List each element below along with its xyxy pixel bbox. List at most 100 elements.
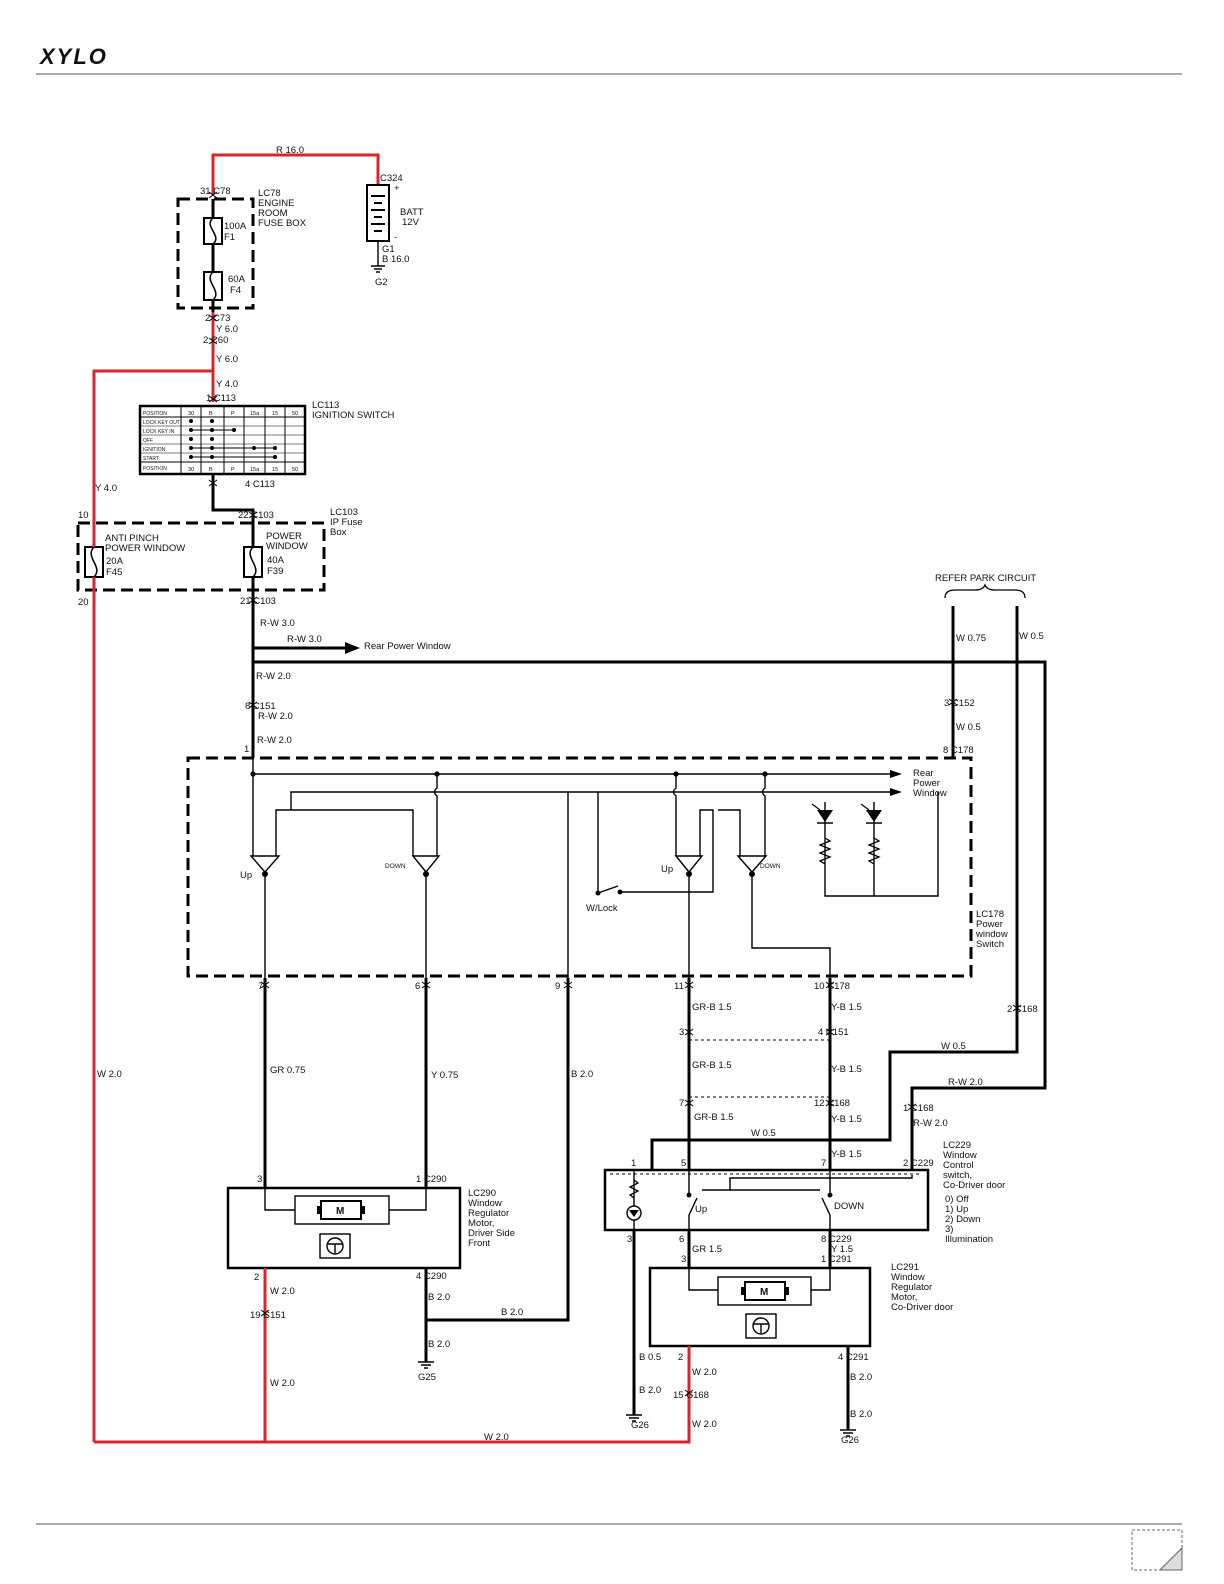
ignition-switch-table bbox=[138, 404, 307, 476]
label-w05a: W 0.5 bbox=[1019, 631, 1044, 642]
ip-fuse-box bbox=[76, 521, 326, 592]
label-p6: 6 bbox=[415, 981, 420, 992]
label-y15: Y 1.5 bbox=[831, 1244, 853, 1255]
battery-title-2: 12V bbox=[402, 217, 420, 228]
page-curl-icon bbox=[1131, 1529, 1183, 1571]
ign-col-1: 30 bbox=[188, 411, 194, 417]
label-c151a: 8 C151 bbox=[245, 701, 276, 712]
lc178-up-1: Up bbox=[240, 870, 252, 881]
fuse-box-title-4: FUSE BOX bbox=[258, 218, 307, 229]
lc290-title-3: Regulator bbox=[468, 1208, 509, 1219]
ignition-title-1: LC113 bbox=[312, 400, 339, 411]
battery-connector: C324 bbox=[380, 173, 403, 184]
label-p6b: 6 bbox=[679, 1234, 684, 1245]
black-wires bbox=[211, 474, 1047, 1430]
label-c78: 31 C78 bbox=[200, 186, 231, 197]
label-grb15b: GR-B 1.5 bbox=[692, 1060, 732, 1071]
ign-col-5: 15 bbox=[272, 411, 278, 417]
lc229-title-2: Window bbox=[943, 1150, 977, 1161]
battery-icon bbox=[366, 184, 390, 242]
label-p3a: 3 bbox=[679, 1027, 684, 1038]
ip-fuse-title-3: Box bbox=[330, 527, 347, 538]
ground-g2-icon bbox=[371, 265, 385, 273]
ign-row-3: LOCK KEY IN bbox=[143, 429, 175, 435]
lc290-motor-letter: M bbox=[336, 1206, 344, 1217]
label-c168d: 15 C168 bbox=[673, 1390, 709, 1401]
lc291-internal-wires bbox=[688, 1268, 831, 1291]
label-gr075: GR 0.75 bbox=[270, 1065, 305, 1076]
lc229-title-3: Control bbox=[943, 1160, 974, 1171]
engine-fuse-box bbox=[176, 197, 255, 310]
ip-fuse-title-2: IP Fuse bbox=[330, 517, 363, 528]
label-p3c: 3 bbox=[627, 1234, 632, 1245]
ign-col-3: P bbox=[231, 411, 235, 417]
lc229-mode-1: 0) Off bbox=[945, 1194, 969, 1205]
label-c152: 3 C152 bbox=[944, 698, 975, 709]
label-c291b: 4 C291 bbox=[838, 1352, 869, 1363]
label-rw20b: R-W 2.0 bbox=[258, 711, 293, 722]
label-b20a: B 2.0 bbox=[571, 1069, 593, 1080]
label-rw30b: R-W 3.0 bbox=[287, 634, 322, 645]
label-c73: 2 C73 bbox=[205, 313, 230, 324]
ign-col-bottom-3: P bbox=[231, 467, 235, 473]
ign-row-4: OFF bbox=[143, 438, 153, 444]
label-p9: 9 bbox=[555, 981, 560, 992]
label-yb15d: Y-B 1.5 bbox=[831, 1149, 862, 1160]
lc290-title-2: Window bbox=[468, 1198, 502, 1209]
label-c178b: 10 C178 bbox=[814, 981, 850, 992]
label-c103b: 21 C103 bbox=[240, 596, 276, 607]
lc178-up-2: Up bbox=[661, 864, 673, 875]
label-w20b: W 2.0 bbox=[270, 1286, 295, 1297]
lc290-title-1: LC290 bbox=[468, 1188, 496, 1199]
ground-g25-icon bbox=[418, 1361, 434, 1369]
lc229-down: DOWN bbox=[834, 1201, 864, 1212]
lc291-title-3: Regulator bbox=[891, 1282, 932, 1293]
label-c113a: 1 C113 bbox=[206, 393, 236, 404]
label-c178a: 8 C178 bbox=[943, 745, 974, 756]
ign-row-2: LOCK KEY OUT bbox=[143, 420, 180, 426]
label-c290b: 4 C290 bbox=[416, 1271, 447, 1282]
fuse-box-title-2: ENGINE bbox=[258, 198, 294, 209]
lc229-up: Up bbox=[695, 1204, 707, 1215]
lc290-title-4: Motor, bbox=[468, 1218, 494, 1229]
ign-col-bottom-2: B bbox=[209, 467, 213, 473]
label-w20c: W 2.0 bbox=[270, 1378, 295, 1389]
label-b20b: B 2.0 bbox=[428, 1292, 450, 1303]
ground-g26-left: G26 bbox=[631, 1420, 649, 1431]
ign-row-5: IGNITION bbox=[143, 447, 166, 453]
ground-g26-right-icon bbox=[840, 1429, 856, 1437]
label-b20g: B 2.0 bbox=[850, 1409, 872, 1420]
lc229-mode-4: 3) bbox=[945, 1224, 953, 1235]
ign-row-6: START bbox=[143, 456, 159, 462]
lc178-title-1: LC178 bbox=[976, 909, 1004, 920]
lc178-down-2: DOWN bbox=[760, 863, 781, 870]
label-y4a: Y 4.0 bbox=[216, 379, 238, 390]
label-w20f: W 2.0 bbox=[484, 1432, 509, 1443]
ign-col-bottom-1: 30 bbox=[188, 467, 194, 473]
battery-minus: - bbox=[394, 232, 397, 243]
label-c151c: 19 C151 bbox=[250, 1310, 286, 1321]
rear-power-window-label: Rear Power Window bbox=[364, 641, 451, 652]
lc291-motor-letter: M bbox=[760, 1287, 768, 1298]
lc229-mode-3: 2) Down bbox=[945, 1214, 980, 1225]
ign-col-bottom-5: 15 bbox=[272, 467, 278, 473]
label-c229b: 8 C229 bbox=[821, 1234, 852, 1245]
lc291-motor-icon: M bbox=[741, 1281, 789, 1301]
ign-col-bottom-4: 15a bbox=[250, 467, 260, 473]
label-p7: 7 bbox=[258, 981, 263, 992]
lc290-motor-icon: M bbox=[317, 1200, 365, 1220]
red-wires bbox=[92, 153, 691, 1444]
label-c151b: 4 C151 bbox=[818, 1027, 849, 1038]
label-y075: Y 0.75 bbox=[431, 1070, 458, 1081]
f39-rating: 40A bbox=[267, 555, 285, 566]
label-p7b: 7 bbox=[679, 1098, 684, 1109]
lc291-title-5: Co-Driver door bbox=[891, 1302, 953, 1313]
lc290-steering-icon bbox=[319, 1233, 351, 1259]
label-w05c: W 0.5 bbox=[941, 1041, 966, 1052]
label-w05d: W 0.5 bbox=[751, 1128, 776, 1139]
label-yb15c: Y-B 1.5 bbox=[831, 1114, 862, 1125]
lc178-switch-box bbox=[186, 756, 973, 978]
ip-fuse-title-1: LC103 bbox=[330, 507, 358, 518]
label-p5: 5 bbox=[681, 1158, 686, 1169]
